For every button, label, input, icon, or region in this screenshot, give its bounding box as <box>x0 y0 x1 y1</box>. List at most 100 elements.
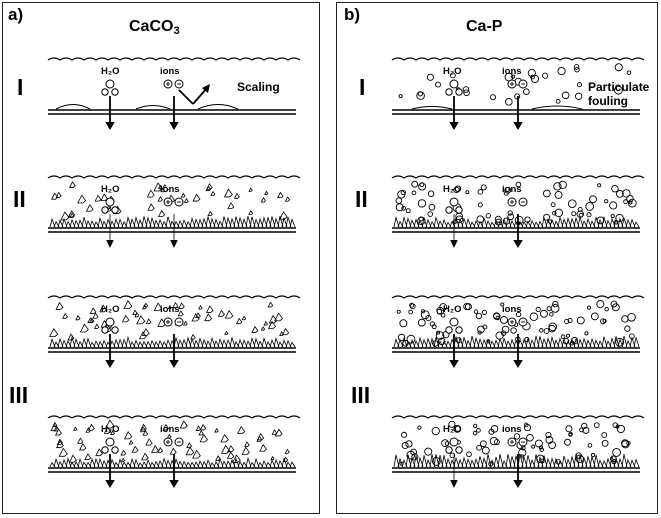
water-surface <box>391 175 645 179</box>
ion-flux-arrow-head <box>513 360 523 368</box>
crystal-particle <box>204 313 213 322</box>
deposit-layer <box>145 458 152 468</box>
deposit-layer <box>229 458 236 468</box>
crystal-particle <box>279 331 285 337</box>
crystal-particle <box>191 449 201 459</box>
deposit-layer <box>277 459 284 468</box>
crystal-particle <box>58 447 68 457</box>
crystal-particle <box>132 309 138 315</box>
deposit-layer <box>181 338 188 348</box>
deposit-layer <box>421 338 428 348</box>
deposit-layer <box>157 459 164 468</box>
deposit-layer <box>461 337 468 348</box>
deposit-layer <box>249 336 256 348</box>
deposit-layer <box>149 461 156 468</box>
fouling-particle <box>527 68 536 78</box>
fouling-particle <box>453 186 460 194</box>
crystal-particle <box>51 192 59 200</box>
crystal-particle <box>75 314 81 321</box>
deposit-layer <box>429 337 436 348</box>
deposit-layer <box>593 339 600 348</box>
crystal-particle <box>68 181 76 188</box>
deposit-layer <box>117 458 124 468</box>
fouling-particle <box>626 70 632 76</box>
deposit-layer <box>141 216 148 228</box>
fouling-particle <box>485 213 491 219</box>
deposit-layer <box>525 337 532 348</box>
deposit-layer <box>201 217 208 228</box>
fouling-particle <box>529 312 539 322</box>
deposit-layer <box>585 339 592 348</box>
fouling-particle <box>462 86 470 93</box>
deposit-layer <box>237 461 244 468</box>
fouling-particle <box>601 432 608 438</box>
fouling-particle <box>490 425 499 433</box>
deposit-layer <box>261 216 268 228</box>
deposit-layer <box>197 337 204 348</box>
water-surface <box>47 415 301 419</box>
crystal-particle <box>92 312 99 319</box>
deposit-layer <box>201 460 208 468</box>
deposit-layer <box>561 337 568 348</box>
deposit-layer <box>145 216 152 228</box>
water-molecule-symbol <box>111 326 119 334</box>
deposit-layer <box>589 456 596 468</box>
fouling-particle <box>571 211 577 217</box>
crystal-particle <box>233 192 240 199</box>
fouling-particle <box>477 202 483 208</box>
deposit-layer <box>153 460 160 468</box>
deposit-layer <box>525 220 532 228</box>
deposit-layer <box>561 455 568 468</box>
deposit-layer <box>545 337 552 348</box>
deposit-layer <box>225 460 232 468</box>
crystal-particle <box>224 309 234 319</box>
panel-b-s3-water-label: H₂O <box>443 304 462 315</box>
deposit-layer <box>585 456 592 468</box>
deposit-layer <box>157 339 164 348</box>
crystal-particle <box>284 196 291 202</box>
ion-rejection-arrow <box>192 87 208 105</box>
deposit-layer <box>181 460 188 468</box>
deposit-layer <box>73 219 80 228</box>
deposit-layer <box>589 337 596 348</box>
water-molecule-symbol <box>105 79 115 89</box>
crystal-particle <box>85 427 92 433</box>
fouling-particle <box>401 442 409 449</box>
deposit-layer <box>61 339 68 348</box>
deposit-layer <box>197 218 204 228</box>
fouling-particle <box>398 94 403 99</box>
panel-b-s2-ions-label: ions <box>502 184 522 195</box>
fouling-particle <box>550 303 560 313</box>
crystal-particle <box>105 419 115 429</box>
deposit-layer <box>141 461 148 468</box>
deposit-layer <box>405 216 412 228</box>
ion-flux-arrow-head <box>169 122 179 130</box>
deposit-layer <box>577 217 584 228</box>
deposit-layer <box>257 340 264 348</box>
deposit-layer <box>601 336 608 348</box>
fouling-particle <box>481 309 487 315</box>
fouling-particle <box>621 315 629 323</box>
deposit-layer <box>157 218 164 228</box>
fouling-particle <box>395 203 404 212</box>
crystal-particle <box>120 457 126 462</box>
crystal-particle <box>185 446 195 456</box>
deposit-layer <box>633 337 640 348</box>
panel-a-tag: a) <box>8 5 24 24</box>
deposit-layer <box>185 336 192 348</box>
deposit-layer <box>225 338 232 348</box>
fouling-particle <box>397 333 406 342</box>
deposit-layer <box>53 457 60 468</box>
deposit-layer <box>133 339 140 348</box>
fouling-particle <box>504 186 512 194</box>
fouling-particle <box>424 447 433 456</box>
deposit-layer <box>121 338 128 348</box>
deposit-layer <box>205 216 212 228</box>
crystal-particle <box>244 441 250 447</box>
deposit-layer <box>193 339 200 348</box>
fouling-particle <box>543 328 550 334</box>
deposit-layer <box>89 219 96 228</box>
fouling-particle <box>431 426 440 436</box>
deposit-layer <box>477 337 484 348</box>
fouling-particle <box>453 424 462 433</box>
